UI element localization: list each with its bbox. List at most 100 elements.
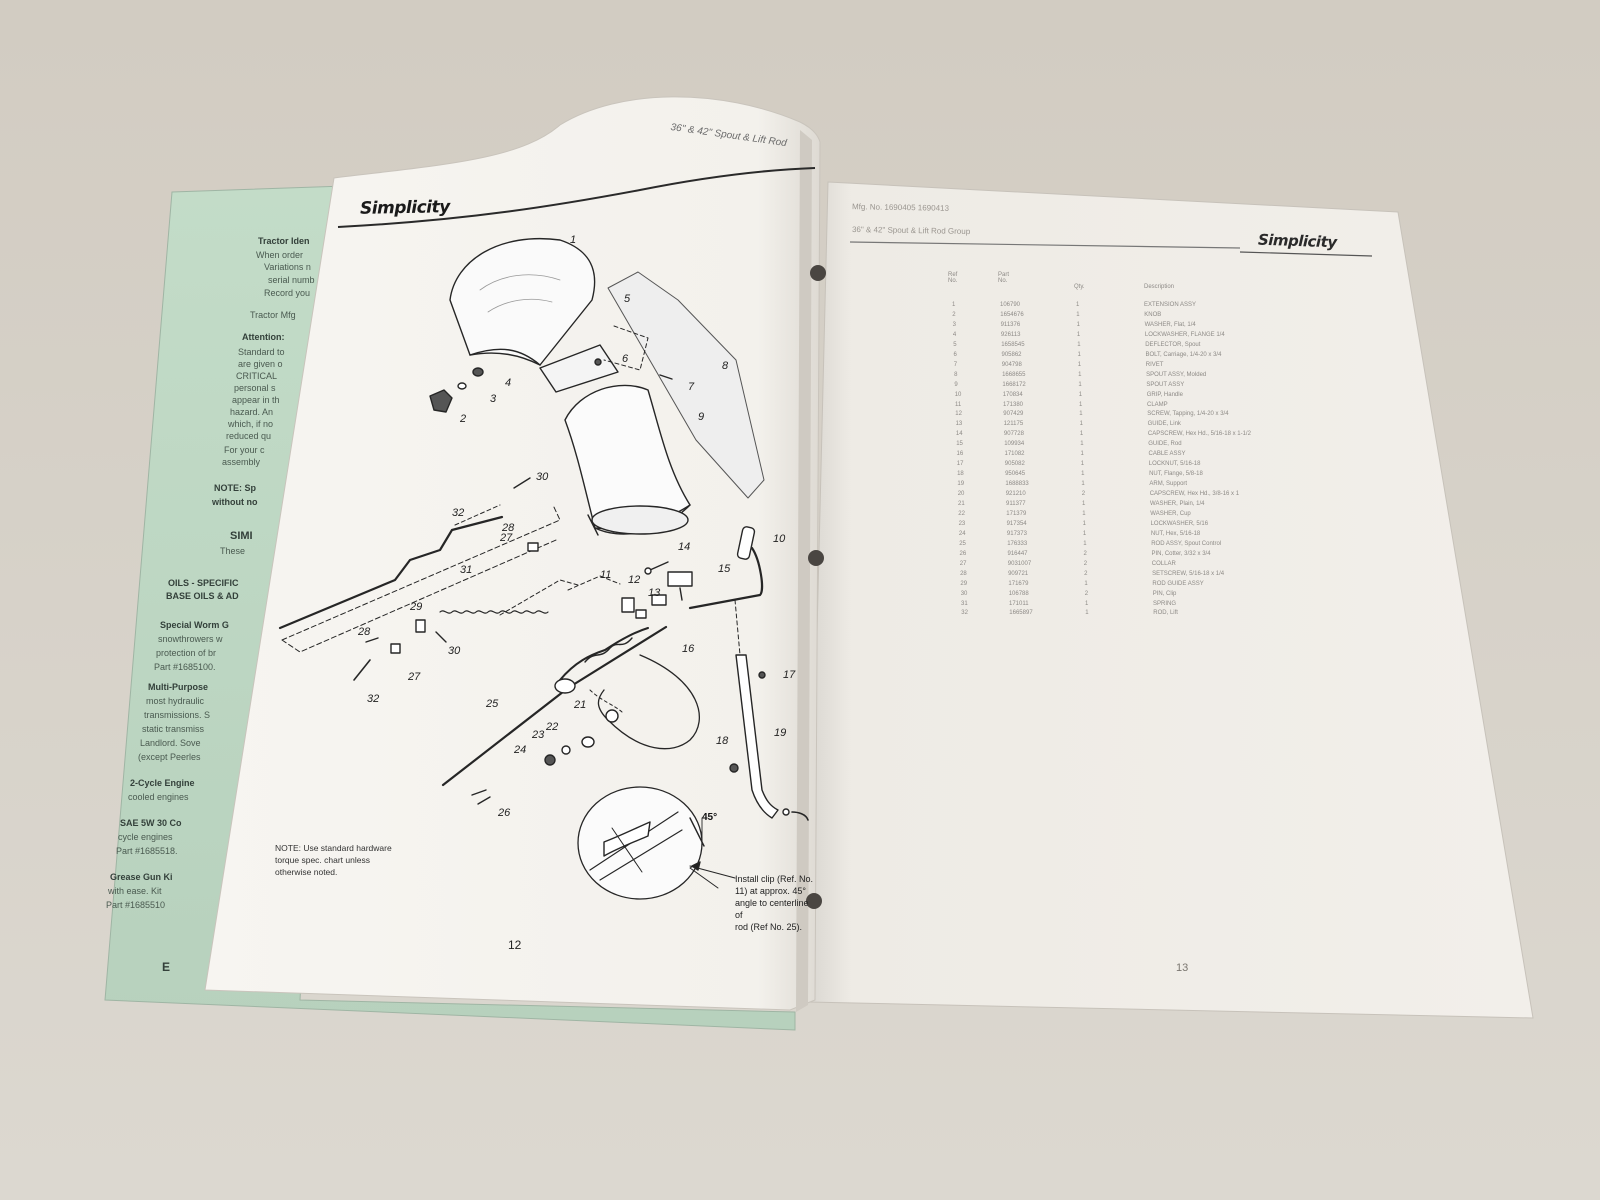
ref-cell: 7	[953, 361, 958, 368]
part-cell: 926113	[1000, 331, 1021, 338]
qty-cell: 1	[1082, 501, 1086, 507]
callout-number: 32	[452, 507, 464, 519]
ref-cell: 27	[959, 560, 967, 567]
callout-number: 27	[407, 671, 421, 683]
ref-cell: 3	[952, 321, 956, 328]
part-cell: 176333	[1007, 540, 1028, 547]
col-qty: Qty.	[1074, 284, 1085, 290]
ref-cell: 2	[952, 311, 956, 318]
back-page-line: protection of br	[156, 648, 217, 658]
ref-cell: 11	[955, 401, 962, 408]
desc-cell: GRIP, Handle	[1146, 391, 1183, 398]
qty-cell: 1	[1079, 421, 1083, 428]
part-cell: 909721	[1008, 570, 1029, 577]
ref-cell: 32	[961, 610, 968, 617]
part-spout-molded	[607, 271, 765, 499]
qty-cell: 1	[1082, 530, 1087, 537]
back-page-line: personal s	[234, 383, 276, 393]
part-cell: 904798	[1001, 361, 1022, 368]
desc-cell: WASHER, Cup	[1150, 510, 1191, 517]
qty-cell: 1	[1085, 610, 1089, 617]
qty-cell: 2	[1084, 590, 1089, 597]
note-line: otherwise noted.	[275, 867, 338, 877]
part-cell: 109934	[1004, 441, 1025, 448]
install-line: rod (Ref No. 25).	[735, 922, 803, 932]
part-cell: 1654676	[1000, 311, 1024, 318]
callout-number: 26	[497, 807, 511, 819]
back-page-line: (except Peerles	[138, 752, 201, 762]
part-cell: 1668172	[1002, 381, 1026, 388]
qty-cell: 2	[1081, 491, 1086, 498]
part-cell: 170834	[1002, 391, 1023, 398]
ref-cell: 6	[953, 351, 957, 358]
qty-cell: 1	[1076, 331, 1081, 338]
callout-number: 23	[531, 729, 545, 741]
back-page-line: are given o	[238, 359, 283, 369]
callout-number: 9	[698, 411, 704, 423]
desc-cell: NUT, Hex, 5/16-18	[1150, 530, 1201, 537]
desc-cell: SPRING	[1153, 600, 1177, 607]
callout-number: 22	[545, 721, 558, 733]
part-cell: 917354	[1006, 520, 1027, 527]
qty-cell: 1	[1077, 361, 1082, 368]
hardware-note: NOTE: Use standard hardware torque spec.…	[275, 842, 392, 878]
back-page-line: appear in th	[232, 395, 280, 405]
desc-cell: BOLT, Carriage, 1/4-20 x 3/4	[1145, 351, 1222, 358]
back-page-line: E	[162, 960, 171, 974]
callout-number: 11	[600, 569, 611, 581]
ref-cell: 14	[955, 431, 963, 438]
install-line: 11) at approx. 45°	[735, 886, 806, 896]
ref-cell: 9	[954, 381, 958, 388]
back-page-line: assembly	[222, 457, 261, 467]
part-cell: 917373	[1006, 530, 1027, 537]
back-page-line: serial numb	[268, 275, 315, 285]
back-page-line: static transmiss	[142, 724, 205, 734]
part-cell: 121175	[1003, 421, 1024, 428]
back-page-line: CRITICAL	[236, 371, 278, 381]
qty-cell: 2	[1083, 560, 1088, 567]
qty-cell: 1	[1082, 510, 1086, 517]
callout-number: 29	[409, 601, 422, 613]
desc-cell: ARM, Support	[1149, 481, 1188, 488]
callout-number: 4	[505, 377, 511, 389]
ref-cell: 12	[955, 411, 962, 418]
qty-cell: 1	[1079, 401, 1083, 408]
desc-cell: GUIDE, Rod	[1148, 441, 1182, 448]
part-cell: 1688833	[1005, 481, 1029, 488]
callout-number: 8	[722, 360, 729, 372]
part-cell: 1658545	[1001, 341, 1025, 348]
qty-cell: 1	[1080, 451, 1084, 458]
ref-cell: 25	[959, 540, 966, 547]
qty-cell: 1	[1079, 431, 1084, 438]
part-cell: 950645	[1005, 471, 1026, 478]
desc-cell: CABLE ASSY	[1148, 451, 1186, 458]
note-line: NOTE: Use standard hardware	[275, 843, 392, 853]
desc-cell: CLAMP	[1147, 401, 1168, 408]
part-knob	[429, 389, 453, 413]
desc-cell: COLLAR	[1151, 560, 1176, 567]
back-page-line: Record you	[264, 288, 311, 298]
col-desc: Description	[1144, 284, 1175, 290]
callout-number: 16	[682, 643, 695, 655]
qty-cell: 1	[1078, 381, 1082, 388]
part-cell: 907728	[1003, 431, 1024, 438]
callout-number: 27	[499, 532, 513, 544]
qty-cell: 1	[1079, 411, 1083, 418]
desc-cell: NUT, Flange, 5/8-18	[1149, 471, 1203, 478]
qty-cell: 1	[1076, 302, 1080, 308]
back-page-line: transmissions. S	[144, 710, 211, 720]
callout-number: 28	[357, 626, 371, 638]
ref-cell: 24	[958, 530, 966, 537]
back-page-line: which, if no	[228, 419, 274, 429]
back-page-line: with ease. Kit	[108, 886, 162, 896]
qty-cell: 1	[1080, 461, 1085, 468]
ref-cell: 10	[954, 391, 962, 398]
part-cell: 171082	[1004, 451, 1025, 458]
callout-number: 28	[501, 522, 515, 534]
part-cell: 171379	[1006, 510, 1027, 517]
qty-cell: 1	[1084, 580, 1088, 587]
part-cable	[597, 654, 700, 750]
part-lift-rod	[278, 515, 504, 630]
callout-number: 15	[718, 563, 731, 575]
